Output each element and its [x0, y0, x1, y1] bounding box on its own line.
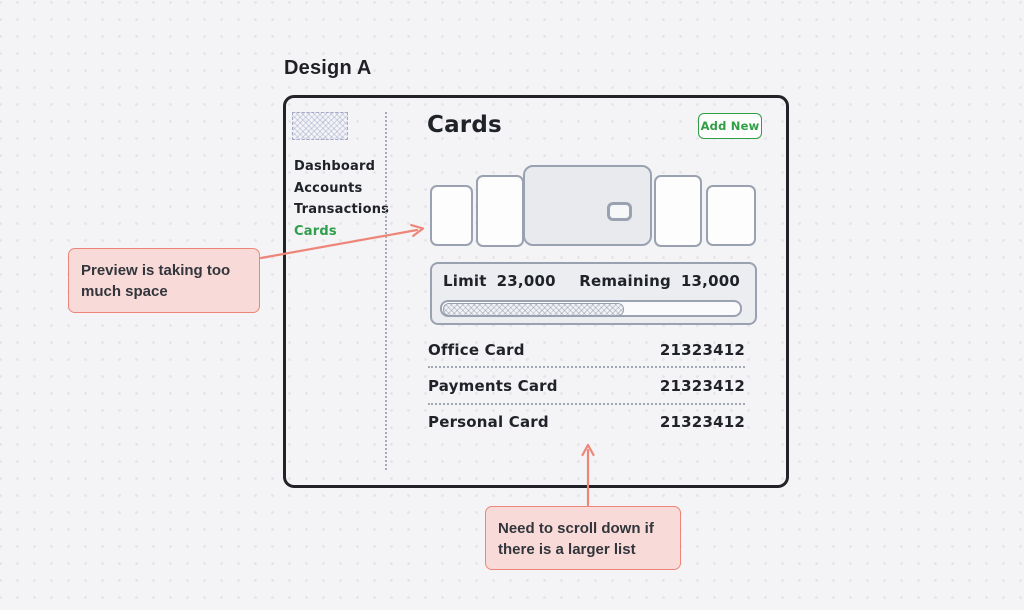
card-name: Payments Card [428, 377, 558, 395]
card-preview-left-1[interactable] [476, 175, 524, 247]
annotation-scroll-list[interactable]: Need to scroll down if there is a larger… [485, 506, 681, 570]
remaining-label: Remaining [579, 272, 671, 290]
card-chip-icon [607, 202, 632, 221]
limit-label: Limit [443, 272, 487, 290]
sidebar-divider [385, 112, 387, 470]
card-number: 21323412 [659, 377, 745, 395]
limit-value: 23,000 [496, 272, 556, 290]
card-list-row[interactable]: Office Card 21323412 [428, 341, 745, 359]
card-number: 21323412 [659, 413, 745, 431]
sidebar-item-dashboard[interactable]: Dashboard [294, 159, 376, 174]
card-number: 21323412 [659, 341, 745, 359]
list-separator [428, 403, 745, 405]
annotation-preview-space[interactable]: Preview is taking too much space [68, 248, 260, 313]
card-preview-right-2[interactable] [706, 185, 756, 246]
card-name: Office Card [428, 341, 525, 359]
remaining-pair: Remaining 13,000 [579, 272, 740, 290]
board-title: Design A [284, 57, 372, 79]
card-list-row[interactable]: Payments Card 21323412 [428, 377, 745, 395]
card-preview-left-2[interactable] [430, 185, 473, 246]
sidebar-item-accounts[interactable]: Accounts [294, 180, 363, 196]
sidebar-nav: Dashboard Accounts Transactions Cards [294, 156, 394, 242]
limit-row: Limit 23,000 Remaining 13,000 [443, 272, 740, 290]
sidebar-item-cards[interactable]: Cards [294, 223, 337, 239]
remaining-value: 13,000 [680, 272, 740, 290]
page-title: Cards [427, 112, 502, 138]
add-new-button[interactable]: Add New [698, 113, 762, 139]
card-preview-right-1[interactable] [654, 175, 702, 247]
sidebar-item-transactions[interactable]: Transactions [294, 202, 390, 217]
progress-fill [443, 303, 624, 316]
card-list-row[interactable]: Personal Card 21323412 [428, 413, 745, 431]
mockup-frame [283, 95, 789, 488]
list-separator [428, 366, 745, 368]
card-name: Personal Card [428, 413, 549, 431]
limit-progress-bar [440, 300, 742, 317]
limit-pair: Limit 23,000 [443, 272, 556, 290]
card-preview-center[interactable] [523, 165, 652, 246]
logo-placeholder [292, 112, 348, 140]
